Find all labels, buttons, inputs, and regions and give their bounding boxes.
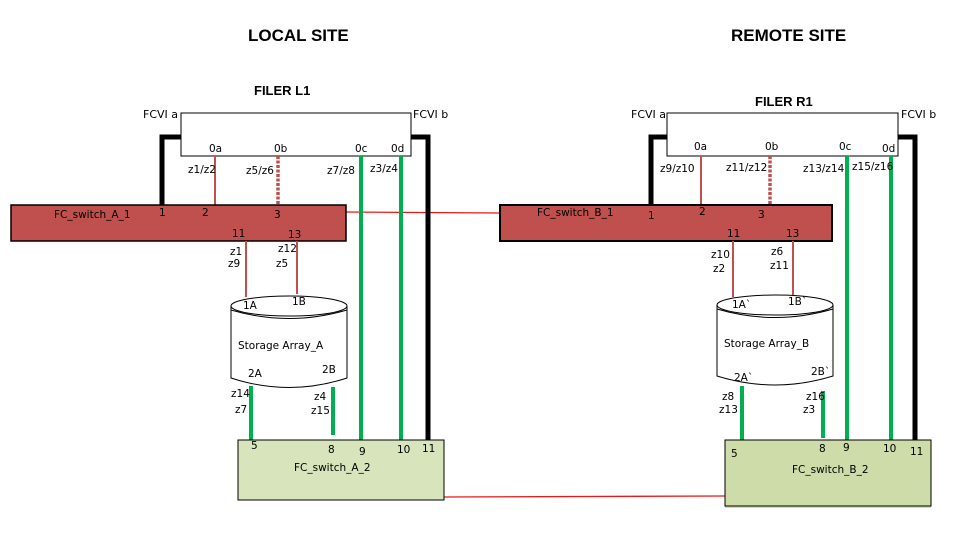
zone-label-2a-b: z7 [235,404,247,416]
switch-a2-port-9: 9 [359,446,366,458]
storage-a-port-1b: 1B [292,296,306,308]
storage-a-port-1a: 1A [243,300,258,312]
local-site: FILER L1 FCVI a FCVI b 0a 0b 0c 0d z1/z2… [10,83,448,501]
zone-label-2b-a: z4 [314,391,327,403]
fc-switch-a-2[interactable] [237,439,445,501]
fc-switch-a-2-label: FC_switch_A_2 [294,462,371,474]
zone-label-2a-a: z14 [231,388,250,400]
zone-label-11-a-remote: z10 [711,249,730,261]
filer-port-0a: 0a [209,143,222,155]
zone-label-13-b-remote: z11 [770,260,789,272]
filer-port-0c: 0c [355,143,368,155]
filer-port-0d: 0d [391,143,404,155]
switch-b2-port-11: 11 [910,446,923,458]
fcvi-a-link-local [159,134,181,206]
fc-switch-b-1[interactable] [499,204,833,242]
storage-b-port-1b: 1B` [788,296,807,308]
zone-label-0c-remote: z13/z14 [803,163,845,175]
switch-b1-port-1: 1 [648,210,655,222]
fc-switch-a-1[interactable] [10,204,347,242]
fcvi-b-link-remote [898,134,918,441]
zone-label-0a-local: z1/z2 [188,164,216,176]
filer-r1-title: FILER R1 [755,94,813,109]
switch-a1-port-2: 2 [202,207,209,219]
switch-b1-port-2: 2 [699,206,706,218]
zone-label-0d-local: z3/z4 [370,163,398,175]
storage-a-port-2a: 2A [248,368,263,380]
switch-a2-port-10: 10 [397,444,410,456]
switch-a2-port-5: 5 [251,440,258,452]
zone-label-2b-b-remote: z3 [803,404,815,416]
switch-a1-port-13: 13 [288,229,301,241]
storage-array-b[interactable] [716,294,834,386]
filer-r-port-0a: 0a [694,141,707,153]
storage-array-a[interactable] [230,295,348,388]
zone-label-0b-remote: z11/z12 [726,162,767,174]
filer-l1-box[interactable] [180,112,412,157]
zone-label-11-b-remote: z2 [713,263,725,275]
switch-b2-port-9: 9 [843,442,850,454]
switch-a1-port-1: 1 [159,207,166,219]
storage-array-b-label: Storage Array_B [724,338,809,350]
fcvi-a-link-remote [648,134,667,206]
zone-label-13-a-remote: z6 [771,246,784,258]
switch-b1-port-13: 13 [786,228,799,240]
fc-switch-b-2[interactable] [724,439,932,507]
isl-link-switch2 [443,495,726,498]
switch-a1-port-11: 11 [232,228,245,240]
switch-a2-port-8: 8 [328,444,335,456]
storage-a-port-2b: 2B [322,364,336,376]
zone-label-2b-a-remote: z16 [806,391,825,403]
remote-site-title: REMOTE SITE [731,26,846,45]
zone-label-13-a: z12 [278,243,297,255]
switch-b1-port-3: 3 [758,209,765,221]
fc-switch-a-1-label: FC_switch_A_1 [54,209,131,221]
zone-label-0c-local: z7/z8 [327,165,355,177]
zone-label-2b-b: z15 [311,405,330,417]
zone-label-2a-a-remote: z8 [722,391,734,403]
fcvi-b-label-local: FCVI b [413,108,448,121]
storage-b-port-2b: 2B` [811,366,830,378]
zone-label-2a-b-remote: z13 [719,404,738,416]
switch-b2-port-8: 8 [819,443,826,455]
remote-site: FILER R1 FCVI a FCVI b 0a 0b 0c 0d z9/z1… [499,94,936,508]
switch-a2-port-11: 11 [422,443,435,455]
storage-array-a-label: Storage Array_A [238,340,324,352]
zone-label-11-a: z1 [230,246,242,258]
isl-link-switch1 [345,211,501,214]
filer-r-port-0d: 0d [882,143,895,155]
filer-r1-box[interactable] [666,112,899,157]
zone-label-0b-local: z5/z6 [246,165,274,177]
filer-r-port-0c: 0c [839,141,852,153]
fcvi-b-link-local [411,134,431,441]
local-site-title: LOCAL SITE [248,26,349,45]
fcvi-a-label-local: FCVI a [143,108,178,121]
switch-b2-port-5: 5 [731,448,738,460]
filer-l1-title: FILER L1 [254,83,310,98]
switch-a1-port-3: 3 [274,209,281,221]
zone-label-0a-remote: z9/z10 [660,163,695,175]
filer-port-0b: 0b [274,143,288,155]
zone-label-11-b: z9 [228,258,240,270]
fcvi-b-label-remote: FCVI b [901,108,936,121]
filer-r-port-0b: 0b [765,141,779,153]
fcvi-a-label-remote: FCVI a [631,108,666,121]
zone-label-13-b: z5 [276,258,288,270]
switch-b2-port-10: 10 [883,443,896,455]
switch-b1-port-11: 11 [727,228,740,240]
storage-b-port-1a: 1A` [732,299,751,311]
fc-switch-b-2-label: FC_switch_B_2 [792,464,869,476]
zone-label-0d-remote: z15/z16 [852,161,894,173]
storage-b-port-2a: 2A` [734,372,753,384]
fc-switch-b-1-label: FC_switch_B_1 [537,207,614,219]
